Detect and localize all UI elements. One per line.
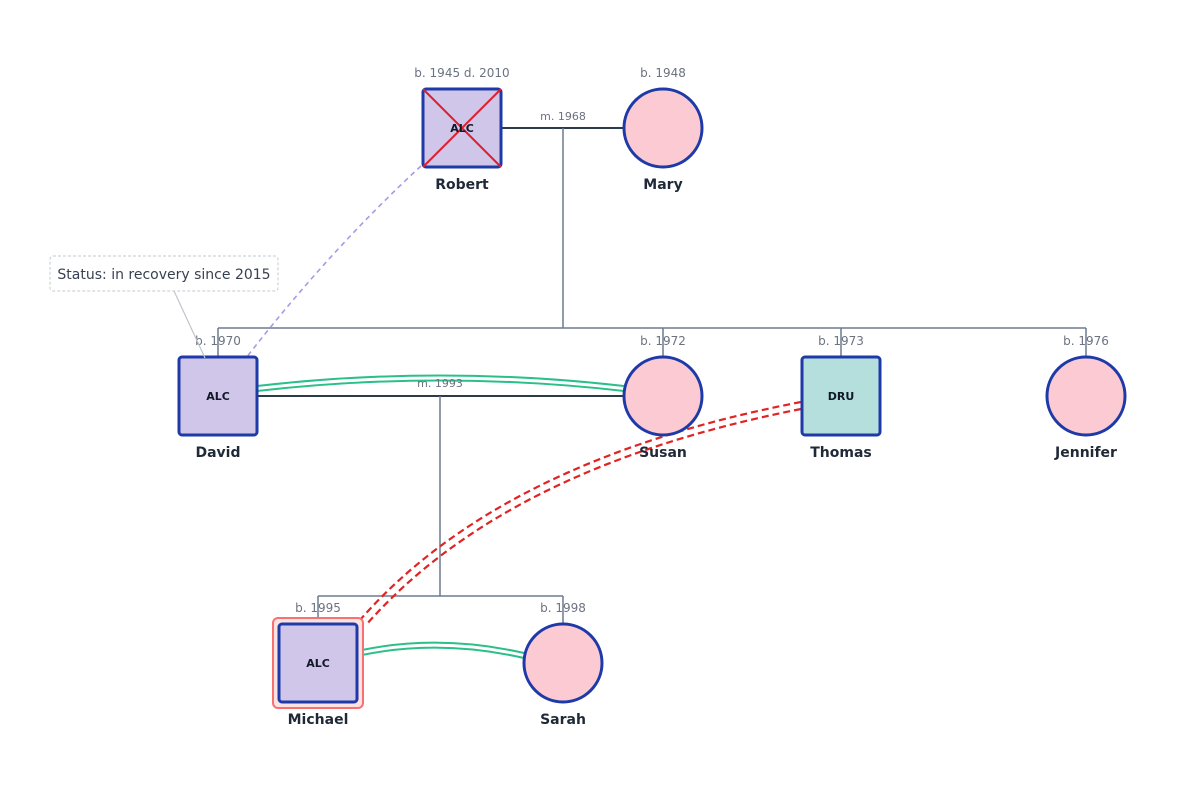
person-name: Robert — [435, 177, 489, 193]
person-name: Sarah — [540, 712, 586, 728]
person-dates: b. 1973 — [818, 334, 864, 348]
person-dates: b. 1998 — [540, 601, 586, 615]
close-bond-david-susan-2 — [256, 379, 625, 392]
person-michael[interactable]: b. 1995 ALC Michael — [272, 601, 364, 728]
condition-code: ALC — [450, 122, 474, 135]
person-sarah[interactable]: b. 1998 Sarah — [522, 601, 604, 728]
male-symbol — [277, 622, 359, 704]
note-box — [49, 255, 279, 292]
condition-code: ALC — [206, 390, 230, 403]
person-dates: b. 1970 — [195, 334, 241, 348]
person-name: Michael — [288, 712, 349, 728]
person-name: Susan — [639, 445, 687, 461]
female-symbol — [522, 622, 604, 704]
person-susan[interactable]: b. 1972 Susan — [622, 334, 704, 461]
person-robert[interactable]: b. 1945 d. 2010 ALC Robert — [414, 66, 509, 193]
person-name: Mary — [643, 177, 682, 193]
person-jennifer[interactable]: b. 1976 Jennifer — [1045, 334, 1127, 461]
person-thomas[interactable]: b. 1973 DRU Thomas — [800, 334, 882, 461]
female-symbol — [622, 355, 704, 437]
condition-code: DRU — [828, 390, 855, 403]
person-name: David — [195, 445, 240, 461]
person-name: Thomas — [810, 445, 872, 461]
person-dates: b. 1948 — [640, 66, 686, 80]
conflict-line-thomas-michael — [359, 400, 802, 621]
close-bond-michael-sarah — [361, 641, 525, 654]
condition-code: ALC — [306, 657, 330, 670]
person-dates: b. 1976 — [1063, 334, 1109, 348]
conflict-line-thomas-michael-2 — [365, 407, 802, 626]
person-dates: b. 1945 d. 2010 — [414, 66, 509, 80]
close-bond-david-susan — [256, 374, 625, 387]
person-david[interactable]: b. 1970 ALC David — [177, 334, 259, 461]
person-mary[interactable]: b. 1948 Mary — [622, 66, 704, 193]
female-symbol — [1045, 355, 1127, 437]
close-bond-michael-sarah-2 — [361, 646, 525, 659]
influence-line-robert-david — [245, 165, 422, 359]
family-lines — [217, 127, 1087, 623]
deceased-cross-icon — [422, 88, 502, 168]
female-symbol — [622, 87, 704, 169]
status-note[interactable]: Status: in recovery since 2015 — [49, 255, 279, 359]
marriage-label-robert-mary: m. 1968 — [540, 110, 586, 123]
note-connector — [173, 290, 206, 359]
person-dates: b. 1995 — [295, 601, 341, 615]
note-text: Status: in recovery since 2015 — [57, 267, 270, 283]
male-symbol — [177, 355, 259, 437]
person-name: Jennifer — [1054, 445, 1117, 461]
marriage-label-david-susan: m. 1993 — [417, 377, 463, 390]
male-symbol — [800, 355, 882, 437]
person-dates: b. 1972 — [640, 334, 686, 348]
emotional-lines — [245, 165, 802, 659]
